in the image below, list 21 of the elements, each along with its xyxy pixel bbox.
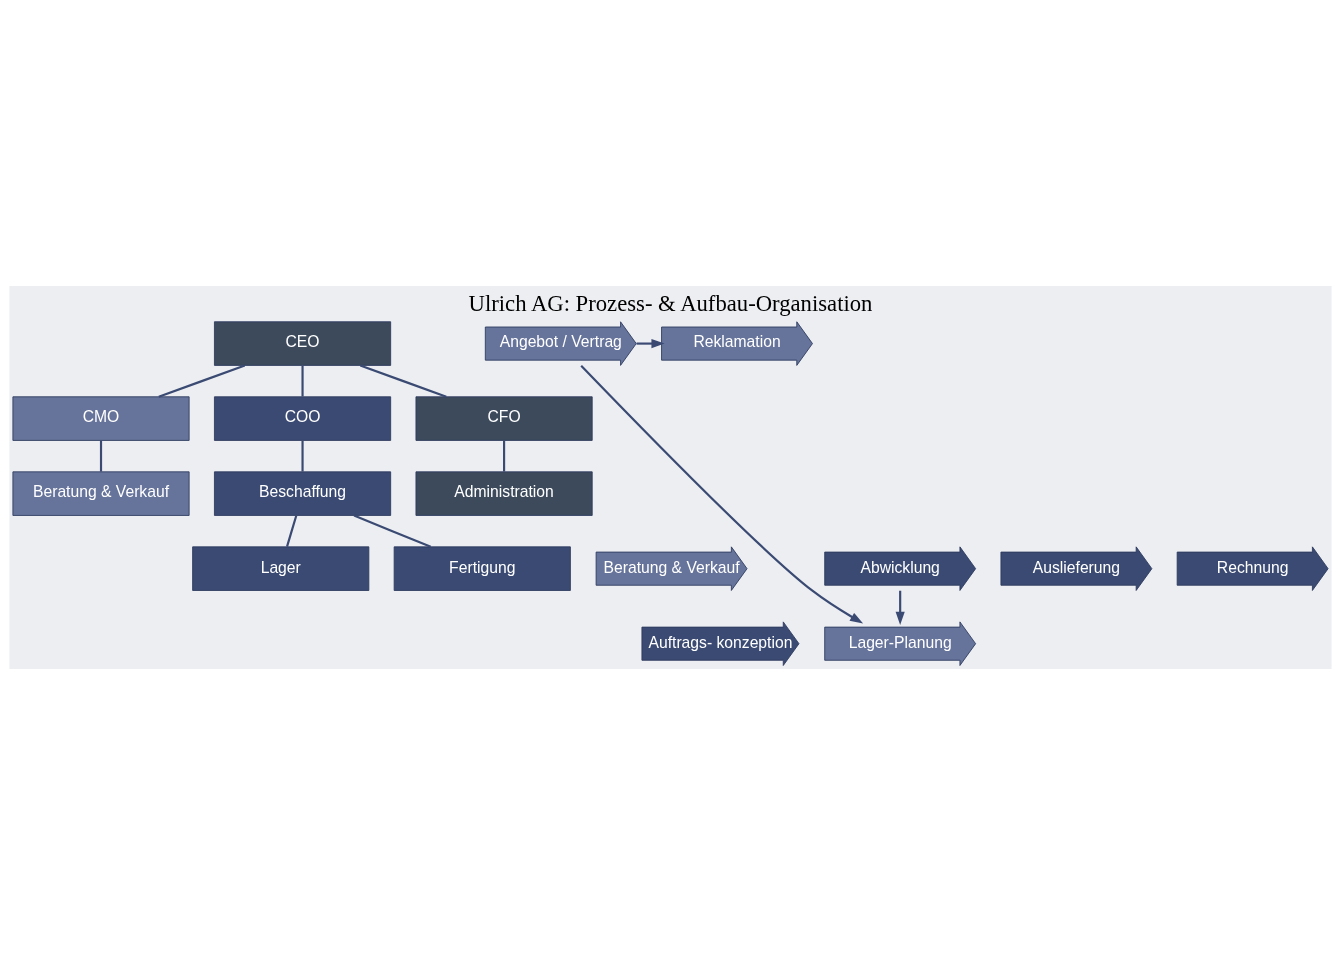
arrow xyxy=(895,590,905,625)
node-box: CMO xyxy=(12,395,190,441)
arrow xyxy=(636,338,665,348)
node-box: CFO xyxy=(415,395,593,441)
connector xyxy=(301,440,304,472)
node-box: Beschaffung xyxy=(214,470,392,516)
connector xyxy=(99,440,103,472)
connector xyxy=(353,514,432,548)
node-box: COO xyxy=(214,395,392,441)
node-box: Fertigung xyxy=(393,545,571,591)
connector xyxy=(301,365,304,397)
connector xyxy=(286,514,298,547)
node-box: Lager xyxy=(192,545,370,591)
diagram-title: Ulrich AG: Prozess- & Aufbau-Organisation xyxy=(468,290,873,316)
node-box: CEO xyxy=(214,320,392,366)
node-box: Beratung & Verkauf xyxy=(12,470,190,516)
node-box: Administration xyxy=(415,470,593,516)
arrow xyxy=(580,364,864,623)
connector xyxy=(359,363,447,398)
connector xyxy=(158,363,246,398)
connector xyxy=(503,440,506,472)
